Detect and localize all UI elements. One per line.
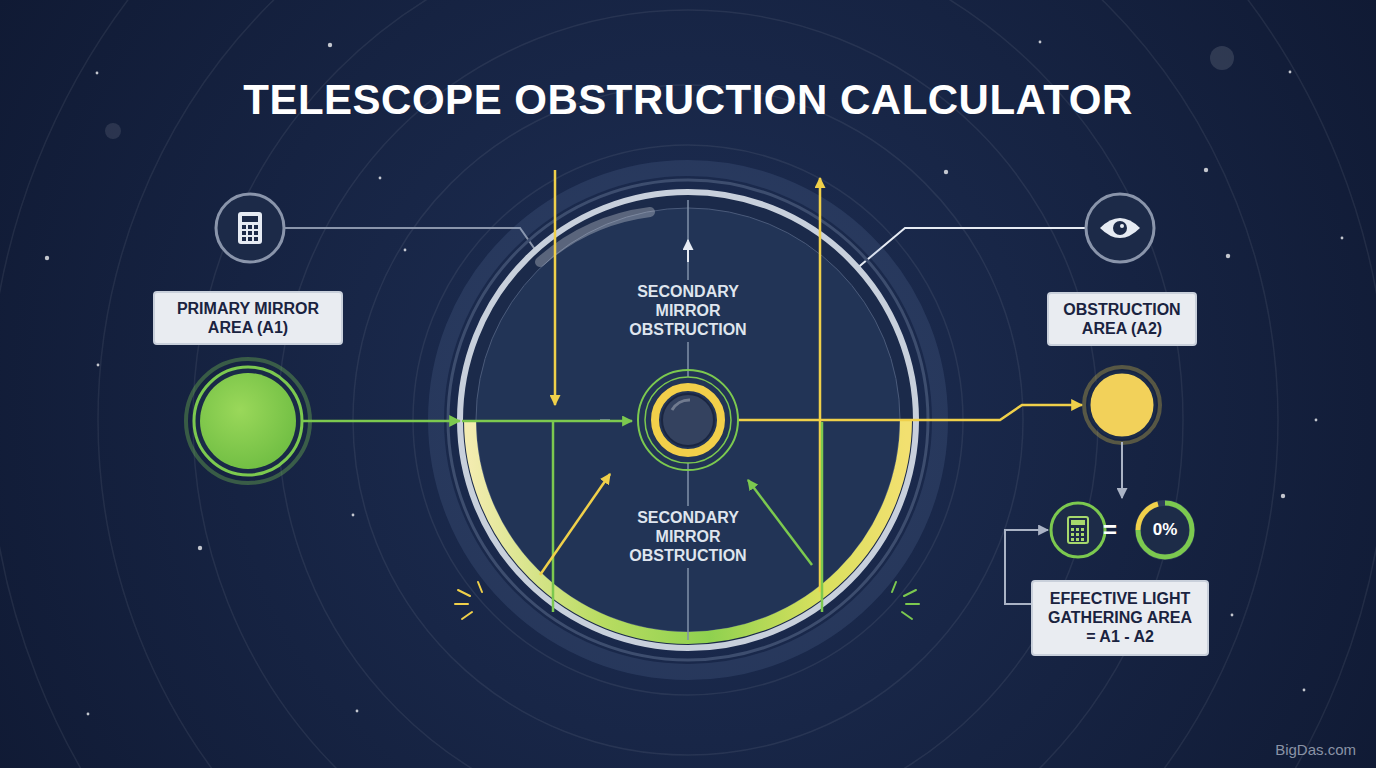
- star: [1315, 419, 1318, 422]
- percentage-ring: [1138, 503, 1192, 557]
- star: [1289, 71, 1292, 74]
- star: [379, 177, 382, 180]
- flow-arrow: [1121, 442, 1123, 498]
- telescope-aperture-illustration: [436, 168, 940, 672]
- star-field: [45, 41, 1344, 716]
- glass-highlight: [540, 212, 650, 262]
- primary-mirror-disc: [186, 359, 310, 483]
- obstruction-area-node: OBSTRUCTION AREA (A2): [1082, 292, 1162, 442]
- mirror-area-node: PRIMARY MIRROR AREA (A1): [193, 291, 303, 475]
- telescope-aperture: SECONDARY MIRROR OBSTRUCTION SECONDARY MI…: [458, 190, 918, 650]
- star: [87, 713, 90, 716]
- flow-arrow: [916, 405, 1082, 420]
- light-path: [738, 419, 916, 422]
- sparkle: [892, 582, 919, 619]
- star: [97, 364, 100, 367]
- watermark: BigDas.com: [1275, 741, 1356, 758]
- star: [356, 710, 359, 713]
- light-ray: [554, 170, 557, 405]
- light-ray: [552, 422, 555, 612]
- star: [96, 72, 99, 75]
- reflected-ray: [540, 474, 610, 575]
- light-path: [462, 420, 632, 423]
- star: [328, 43, 332, 47]
- star: [352, 514, 355, 517]
- star: [1204, 168, 1208, 172]
- equals-sign: =: [1103, 516, 1117, 544]
- diagram-title: TELESCOPE OBSTRUCTION CALCULATOR: [0, 76, 1376, 124]
- percentage-value: 0%: [1153, 520, 1178, 540]
- star: [1231, 614, 1234, 617]
- result-calculator-icon: [1051, 503, 1105, 557]
- flow-arrow: [303, 420, 460, 423]
- star: [1303, 689, 1306, 692]
- formula-box: EFFECTIVE LIGHT GATHERING AREA = A1 - A2: [1031, 580, 1209, 656]
- secondary-mirror: [638, 370, 738, 470]
- obstruction-disc: [1084, 367, 1160, 443]
- star: [1281, 494, 1285, 498]
- part-label: SECONDARY MIRROR OBSTRUCTION: [614, 506, 762, 568]
- planet-dot: [105, 123, 121, 139]
- star: [404, 249, 407, 252]
- star: [1226, 254, 1230, 258]
- star: [1039, 41, 1042, 44]
- area-label: PRIMARY MIRROR AREA (A1): [153, 291, 343, 345]
- area-label: OBSTRUCTION AREA (A2): [1047, 292, 1197, 346]
- light-ray: [821, 422, 824, 612]
- star: [198, 546, 202, 550]
- result-readout: = 0%: [1048, 498, 1196, 562]
- star: [45, 256, 49, 260]
- star: [944, 170, 948, 174]
- part-label: SECONDARY MIRROR OBSTRUCTION: [614, 280, 762, 342]
- sparkle: [455, 582, 482, 619]
- formula-text: EFFECTIVE LIGHT GATHERING AREA = A1 - A2: [1043, 589, 1197, 647]
- star: [1341, 237, 1344, 240]
- planet-dot: [1210, 46, 1234, 70]
